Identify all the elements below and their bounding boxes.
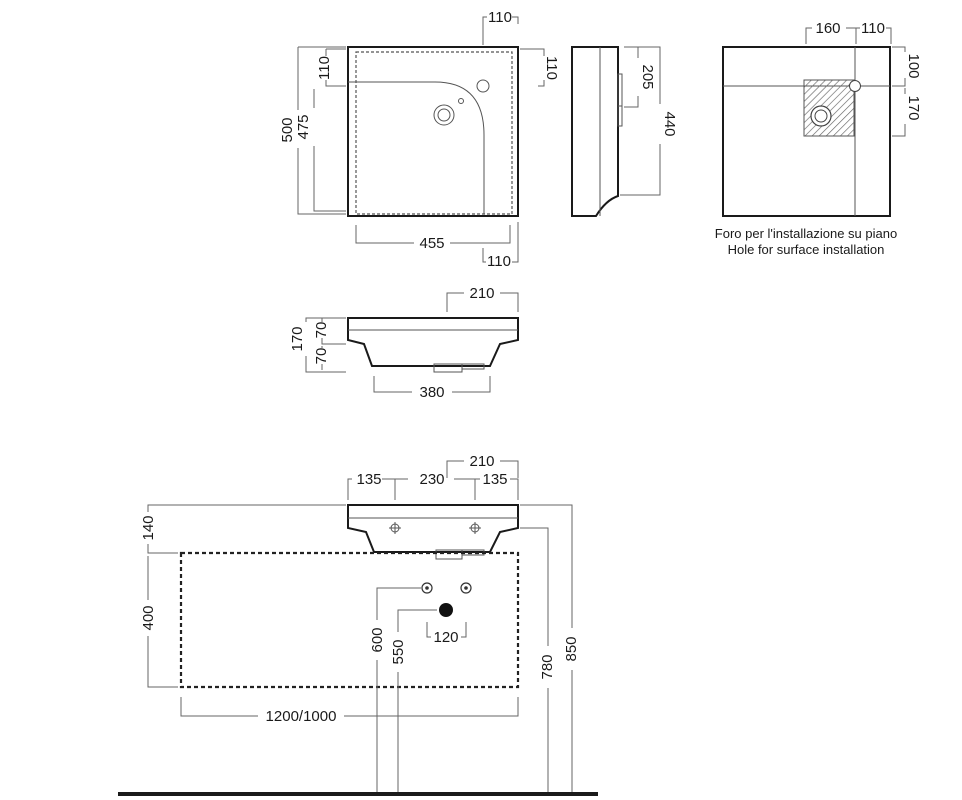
dim-inst-drain-spacing: 120 [433,629,458,646]
dim-inst-left-margin: 135 [356,471,381,488]
drain-inner [437,108,451,122]
dim-inst-tap-height: 600 [369,627,386,652]
caption-english: Hole for surface installation [728,242,885,257]
dim-inst-cabinet-height: 400 [140,605,157,630]
dim-inst-tap-span: 210 [469,453,494,470]
install-outline [722,46,891,217]
side-view: 205 440 [571,46,678,217]
dim-front-bowl-height: 70 [313,348,330,365]
cutout-tap-hole [849,80,861,92]
dim-hole-top-offset: 100 [905,53,922,78]
install-hole-view: 160 110 100 170 Foro per l'installazione… [715,20,922,257]
dim-front-bottom-width: 380 [419,384,444,401]
tap-hole [476,79,490,93]
cutout-area [803,79,855,137]
dim-inst-rim-height: 780 [539,654,556,679]
dim-inner-width: 455 [419,235,444,252]
basin-outline [347,46,519,217]
dim-front-top-width: 210 [469,285,494,302]
bowl-edge [348,81,485,214]
dim-inst-gap-above: 140 [140,515,157,540]
front-view: 210 170 70 70 380 [289,285,519,401]
dim-inst-cabinet-width: 1200/1000 [266,708,337,725]
dim-inner-depth: 475 [295,114,312,139]
dim-left-offset: 110 [316,56,333,80]
dim-inst-overall-height: 850 [563,636,580,661]
dim-hole-x: 160 [815,20,840,37]
drain-outlet [439,603,453,617]
dim-total-depth: 500 [279,117,296,142]
installed-basin [347,504,519,553]
cutout-drain-inner [814,109,828,123]
dim-inst-right-margin: 135 [482,471,507,488]
installation-view: 210 135 230 135 140 400 600 550 120 [118,453,598,796]
dim-hole-width: 110 [861,20,885,37]
drain-outer [433,104,455,126]
side-profile [571,46,619,217]
dim-hole-depth: 170 [905,95,922,120]
cabinet-outline [179,551,520,689]
dim-inst-drain-height: 550 [390,639,407,664]
dim-front-rim-height: 70 [313,322,330,339]
caption-italian: Foro per l'installazione su piano [715,226,897,241]
dim-bottom-offset: 110 [487,253,511,270]
dim-inst-tap-spacing: 230 [419,471,444,488]
dim-front-total-height: 170 [289,326,306,351]
overflow-hole [458,98,464,104]
front-profile [347,317,519,367]
top-view: 110 110 110 500 475 455 110 [279,9,560,270]
basin-inner-rim [355,51,513,215]
dim-side-tap-height: 205 [639,64,656,89]
dim-top-offset: 110 [488,9,512,26]
dim-right-offset: 110 [543,56,560,80]
dim-side-depth: 440 [661,111,678,136]
